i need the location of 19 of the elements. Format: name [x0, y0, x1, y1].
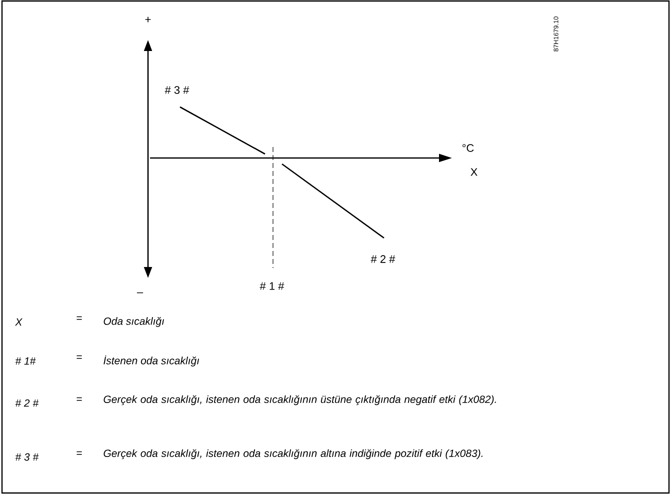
curve-label: # 2 # [370, 255, 396, 263]
legend-symbol: # 3 # [15, 453, 39, 461]
legend-description: Gerçek oda sıcaklığı, istenen oda sıcaklığının altına indiğinde pozitif etki (1x083). [104, 449, 482, 460]
axis-unit: °C [462, 144, 474, 152]
legend-symbol: # 1# [15, 357, 36, 365]
legend-symbol: X [15, 318, 23, 326]
legend-symbol: # 2 # [15, 399, 39, 407]
legend-description: İstenen oda sıcaklığı [104, 356, 200, 366]
axis-sign: + [145, 16, 151, 22]
equals-sign: = [76, 316, 82, 320]
equals-sign: = [76, 397, 82, 401]
legend-description: Oda sıcaklığı [104, 317, 164, 327]
legend-description: Gerçek oda sıcaklığı, istenen oda sıcaklığının üstüne çıktığında negatif etki (1x082). [104, 395, 496, 406]
axis-tick-label: # 1 # [260, 282, 284, 290]
equals-sign: = [76, 355, 82, 359]
axis-sign: – [136, 292, 144, 294]
curve-label: # 3 # [164, 86, 190, 94]
axis-label: X [470, 168, 478, 176]
equals-sign: = [76, 451, 82, 455]
